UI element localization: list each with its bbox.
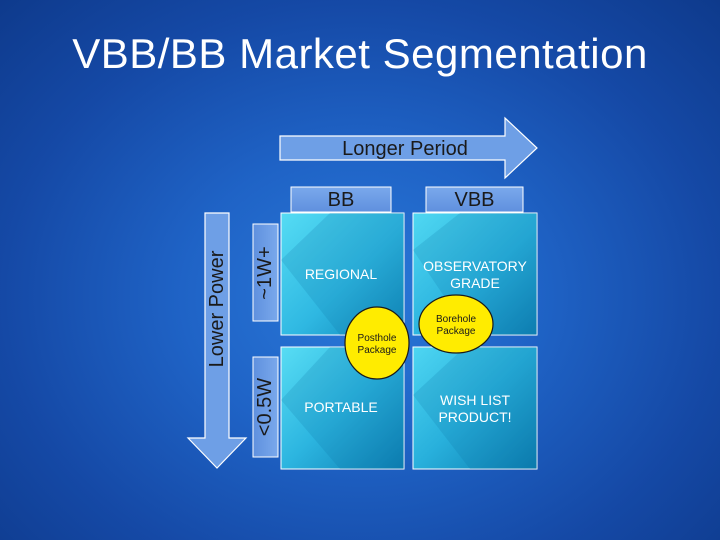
posthole-label-line2: Package [357, 345, 397, 356]
column-header-vbb [425, 186, 524, 213]
quadrant-label-wish-list-line2: PRODUCT! [438, 409, 512, 425]
quadrant-bottom-right [412, 346, 538, 470]
lower-power-arrow [186, 212, 248, 469]
borehole-package-circle [418, 294, 494, 354]
row-label-top: ~1W+ [254, 246, 276, 300]
row-header-top [252, 223, 279, 322]
longer-period-arrow [279, 116, 538, 180]
column-label-vbb: VBB [454, 189, 495, 211]
lower-power-label: Lower Power [206, 250, 228, 368]
quadrant-label-portable: PORTABLE [304, 399, 378, 415]
slide-title: VBB/BB Market Segmentation [72, 30, 648, 77]
borehole-package-label: Borehole Package [420, 314, 492, 338]
quadrant-label-observatory: OBSERVATORY GRADE [413, 258, 537, 292]
row-header-bottom [252, 356, 279, 458]
quadrant-label-wish-list: WISH LIST PRODUCT! [413, 392, 537, 426]
posthole-package-circle [344, 306, 410, 380]
quadrant-label-observatory-line1: OBSERVATORY [423, 258, 527, 274]
column-label-bb: BB [327, 189, 355, 211]
longer-period-label: Longer Period [342, 138, 468, 160]
column-header-bb [290, 186, 392, 213]
posthole-label-line1: Posthole [357, 333, 397, 344]
quadrant-label-wish-list-line1: WISH LIST [439, 392, 510, 408]
borehole-label-line1: Borehole [435, 314, 477, 325]
quadrant-label-observatory-line2: GRADE [450, 275, 500, 291]
posthole-package-label: Posthole Package [345, 333, 409, 357]
quadrant-label-regional: REGIONAL [304, 266, 378, 282]
borehole-label-line2: Package [436, 326, 476, 337]
row-label-bottom: <0.5W [254, 377, 276, 437]
